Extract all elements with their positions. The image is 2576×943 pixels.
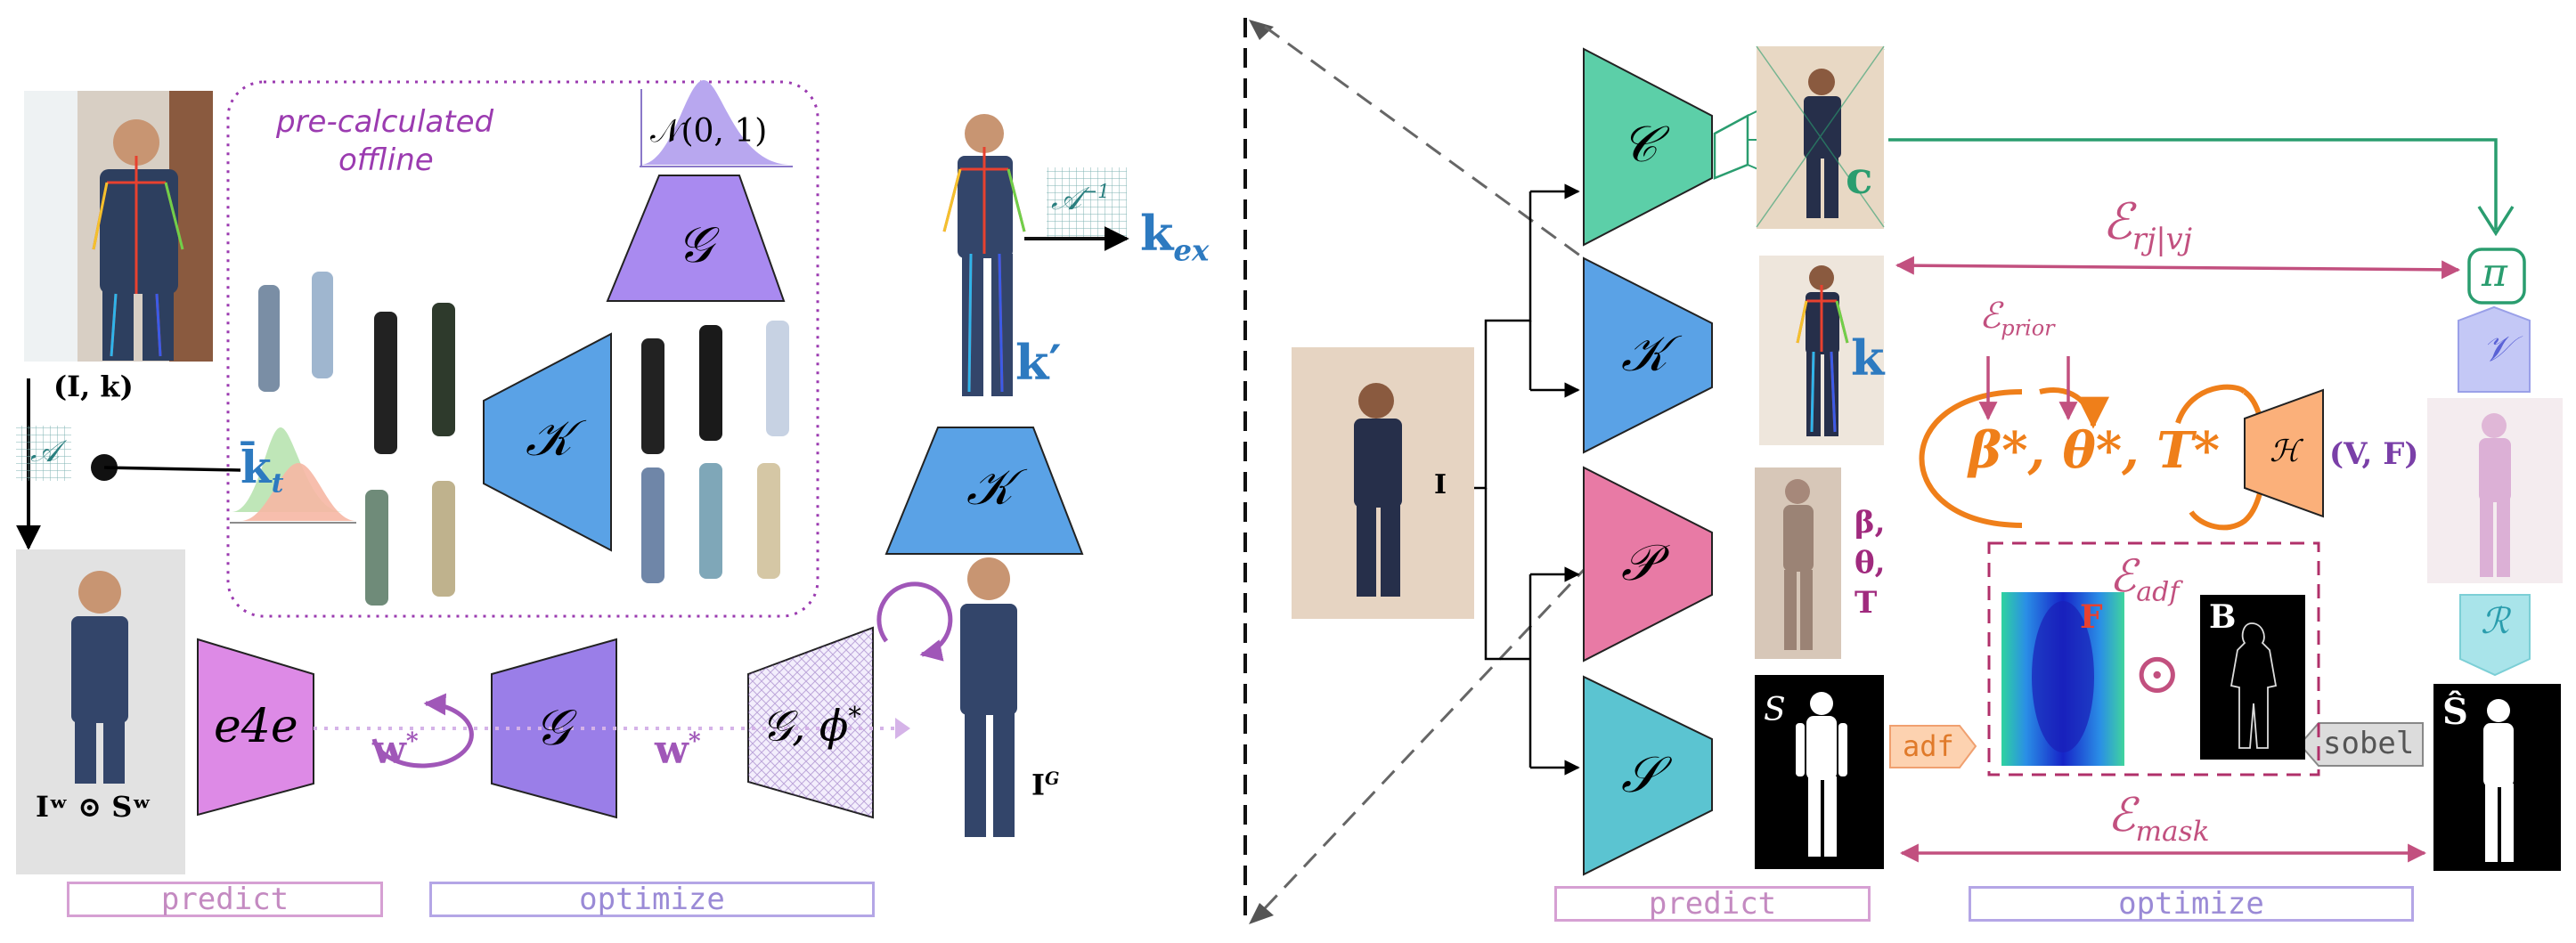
encoder-label: e4e: [214, 700, 298, 753]
normal-distribution-icon: [640, 80, 793, 167]
camera-net-block: [1583, 47, 1713, 247]
param-net-block: [1583, 466, 1713, 663]
param-out-beta: β,: [1855, 505, 1886, 541]
precalc-note-line1: pre-calculated: [276, 104, 494, 140]
keypoint-net-block-center: [884, 427, 1084, 555]
encoder-block: [197, 638, 314, 817]
generator-phi-label: 𝒢, ϕ*: [762, 701, 861, 752]
segmentation-mask: [1755, 675, 1884, 869]
vis-label: 𝒱: [2482, 329, 2513, 370]
boundary-label: B: [2209, 598, 2237, 636]
rendered-silhouette: [2433, 684, 2561, 871]
generated-label: IG: [1031, 768, 1060, 802]
masked-input-photo: [16, 549, 185, 874]
keypoint-photo: [1759, 256, 1884, 445]
boundary-image: [2200, 595, 2305, 760]
adf-heatmap: [2001, 592, 2124, 766]
sobel-op-label: sobel: [2323, 726, 2415, 761]
optimize-tag-right: optimize: [1969, 886, 2414, 922]
generator-block: [606, 175, 786, 302]
e-prior-label: ℰprior: [1979, 296, 2055, 341]
k-prime-label: k′: [1015, 334, 1062, 391]
align-op-label: 𝒜: [30, 434, 60, 469]
params-opt-label: β*, θ*, T*: [1969, 421, 2221, 480]
mesh-out-label: (V, F): [2329, 436, 2419, 472]
input-photo-with-keypoints: [24, 91, 213, 362]
input-pair-label: (I, k): [53, 370, 134, 403]
e-adf-label: ℰadf: [2109, 550, 2180, 608]
adf-op-label: adf: [1903, 729, 1954, 763]
e-mask-label: ℰmask: [2107, 789, 2210, 848]
adf-f-label: F: [2080, 598, 2103, 636]
human-model-label: ℋ: [2270, 434, 2300, 469]
masked-input-label: Iʷ ⊙ Sʷ: [36, 790, 151, 824]
keypoint-net-label-center: 𝒦: [966, 459, 1014, 516]
input-label-right: I: [1434, 469, 1447, 500]
param-photo: [1755, 467, 1841, 659]
w-star-label-1: w*: [372, 727, 419, 773]
generator-label: 𝒢: [677, 216, 713, 274]
precalculated-people-left: [258, 272, 455, 606]
w-star-label-2: w*: [655, 727, 701, 773]
k-ex-label: kex: [1140, 205, 1210, 268]
left-panel: [16, 80, 1129, 874]
camera-net-label: 𝒞: [1621, 116, 1658, 174]
seg-net-label: 𝒮: [1621, 746, 1660, 804]
seg-out-label: S: [1764, 692, 1786, 728]
keypoint-net-block-right: [1583, 256, 1713, 454]
input-photo-right: [1292, 347, 1474, 619]
keypoint-net-label-left: 𝒦: [526, 410, 573, 467]
param-out-theta: θ,: [1855, 545, 1886, 581]
precalculated-people-right: [641, 321, 789, 583]
inv-align-label: 𝒜−1: [1051, 180, 1110, 217]
generator-block-bottom: [491, 638, 617, 819]
k-bar-t-label: k̄t: [240, 441, 284, 500]
seg-net-block: [1583, 675, 1713, 876]
predict-tag-left: predict: [67, 882, 383, 917]
generated-photo: [960, 557, 1017, 837]
mesh-render: [2427, 398, 2563, 583]
render-label: ℛ: [2481, 601, 2509, 642]
keypoint-distribution-icon: [230, 427, 356, 524]
predict-tag-right: predict: [1554, 886, 1871, 922]
keypoint-overlay-photo: [942, 114, 1026, 396]
generator-label-bottom: 𝒢: [534, 699, 570, 757]
param-net-label: 𝒫: [1621, 534, 1658, 592]
human-model-block: [2244, 388, 2324, 518]
s-hat-label: Ŝ: [2442, 691, 2468, 733]
camera-photo: [1756, 45, 1885, 229]
keypoint-net-label-right: 𝒦: [1621, 325, 1668, 383]
e-rjvj-label: ℰrj|vj: [2102, 193, 2193, 256]
odot-label: ⊙: [2133, 641, 2181, 707]
normal-dist-label: 𝒩(0, 1): [650, 113, 768, 150]
keypoint-net-block-left: [483, 332, 612, 552]
param-out-t: T: [1855, 585, 1878, 621]
right-panel: [1292, 45, 2563, 876]
proj-label: π: [2482, 250, 2507, 296]
camera-out-label: c: [1846, 151, 1873, 204]
precalc-note-line2: offline: [338, 142, 434, 178]
keypoint-out-label: k: [1851, 329, 1885, 386]
optimize-tag-left: optimize: [429, 882, 875, 917]
